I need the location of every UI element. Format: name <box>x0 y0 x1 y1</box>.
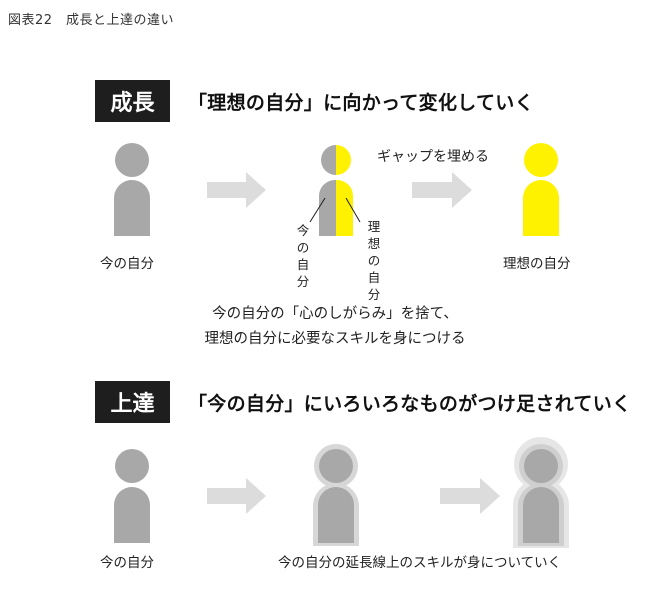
arrow-right <box>207 478 266 514</box>
split-right-pointer <box>345 197 361 223</box>
arrow-right <box>412 172 472 208</box>
gap-label: ギャップを埋める <box>377 149 489 165</box>
improvement-headline: 「今の自分」にいろいろなものがつけ足されていく <box>188 393 632 415</box>
growth-description-line2: 理想の自分に必要なスキルを身につける <box>204 331 466 347</box>
ideal-self-figure <box>523 143 559 236</box>
current-self-figure <box>114 449 150 543</box>
growth-badge: 成長 <box>95 80 170 122</box>
ideal-self-label: 理想の自分 <box>503 256 571 272</box>
growth-description-line1: 今の自分の「心のしがらみ」を捨て、 <box>212 306 458 322</box>
split-left-pointer <box>309 197 326 223</box>
arrow-right <box>440 478 500 514</box>
split-right-label: 理想の自分 <box>367 219 381 302</box>
improvement-badge: 上達 <box>95 381 170 423</box>
current-self-label: 今の自分 <box>100 256 154 272</box>
current-self-label: 今の自分 <box>100 555 154 571</box>
growth-headline: 「理想の自分」に向かって変化していく <box>188 92 534 114</box>
split-left-label: 今の自分 <box>296 223 310 289</box>
split-self-figure <box>319 145 353 236</box>
further-extended-self-figure <box>513 437 569 548</box>
figure-title: 図表22 成長と上達の違い <box>8 13 175 28</box>
current-self-figure <box>114 143 150 236</box>
extension-label: 今の自分の延長線上のスキルが身についていく <box>278 555 562 571</box>
arrow-right <box>207 172 266 208</box>
extended-self-figure <box>313 444 359 546</box>
